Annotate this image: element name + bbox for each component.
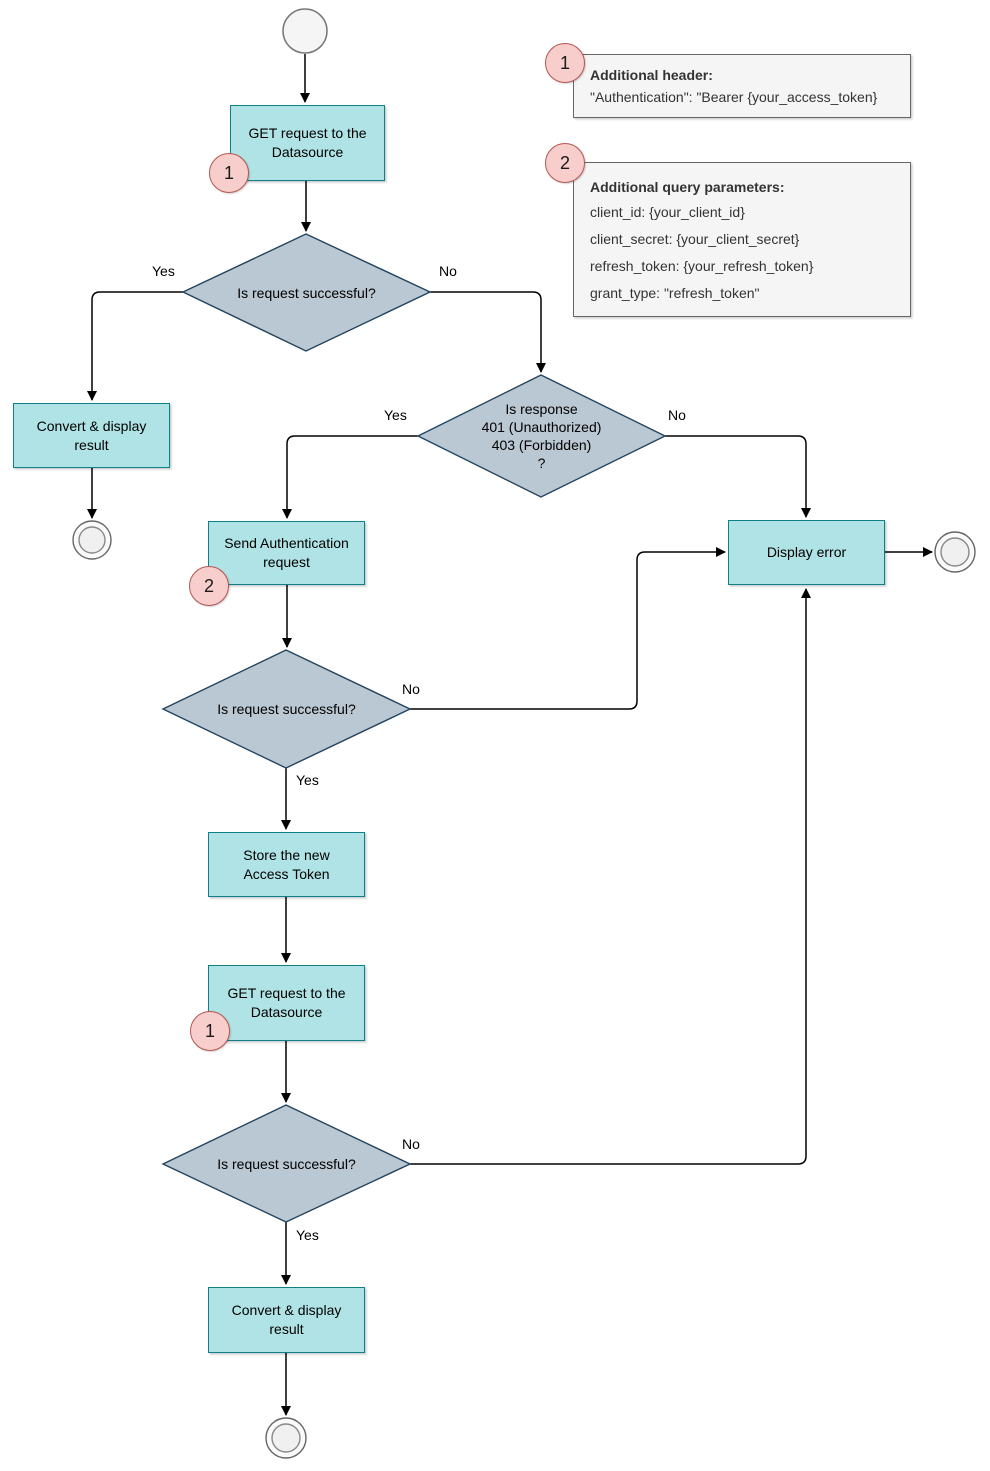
decision-3-shape (161, 1104, 412, 1223)
end-node-bottom-inner (271, 1423, 301, 1453)
decision-2-shape (161, 649, 412, 769)
badge-number: 2 (203, 575, 214, 596)
edge-label-decision3-no: No (400, 1136, 422, 1152)
node-label-line: GET request to the (227, 985, 346, 1001)
process-convert-display-1: Convert & display result (13, 403, 170, 468)
badge-send-auth: 2 (189, 566, 229, 606)
node-label-line: request (263, 554, 310, 570)
badge-number: 1 (559, 52, 570, 73)
process-get-request-1: GET request to the Datasource (230, 105, 385, 181)
edge-decision2-no (410, 547, 726, 710)
node-label-line: Datasource (271, 144, 344, 160)
edge-label-decision3-yes: Yes (294, 1227, 321, 1243)
note-line: client_secret: {your_client_secret} (590, 231, 800, 247)
note-title: Additional query parameters: (590, 179, 785, 195)
edge-decision1-yes (87, 291, 183, 401)
node-label-line: Store the new (243, 846, 330, 863)
node-label-line: Send Authentication (224, 535, 349, 551)
edge-decisionresp-yes (282, 435, 418, 519)
process-convert-display-2: Convert & display result (208, 1287, 365, 1353)
node-label-line: Datasource (250, 1004, 323, 1020)
edge-decisionresp-no (665, 435, 811, 518)
end-node-left-inner (78, 526, 106, 554)
badge-get-request-1: 1 (209, 153, 249, 193)
note-line: refresh_token: {your_refresh_token} (590, 258, 814, 274)
node-label-line: result (74, 436, 109, 453)
edge-label-decisionresp-yes: Yes (382, 407, 409, 423)
edge-label-decision2-no: No (400, 681, 422, 697)
badge-get-request-2: 1 (190, 1011, 230, 1051)
node-label-line: Convert & display (36, 417, 147, 434)
process-send-auth: Send Authentication request (208, 521, 365, 585)
badge-number: 1 (223, 162, 234, 183)
edge-decision1-no (430, 291, 546, 373)
node-label-line: GET request to the (248, 125, 367, 141)
note-additional-header: Additional header: "Authentication": "Be… (573, 54, 911, 118)
note-additional-query-params: Additional query parameters: client_id: … (573, 162, 911, 317)
badge-number: 1 (204, 1020, 215, 1041)
decision-1-shape (181, 233, 432, 352)
badge-note-query-params: 2 (545, 143, 585, 183)
node-label-line: Access Token (243, 865, 330, 882)
process-get-request-2: GET request to the Datasource (208, 965, 365, 1041)
edge-label-decision1-yes: Yes (150, 263, 177, 279)
end-node-right-inner (940, 537, 970, 567)
badge-note-header: 1 (545, 43, 585, 83)
note-title: Additional header: (590, 67, 713, 83)
start-node (282, 8, 328, 54)
edge-decision3-no (410, 588, 811, 1165)
process-store-token: Store the new Access Token (208, 832, 365, 897)
process-display-error: Display error (728, 520, 885, 585)
note-line: grant_type: "refresh_token" (590, 285, 760, 301)
edge-label-decisionresp-no: No (666, 407, 688, 423)
badge-number: 2 (559, 152, 570, 173)
note-line: client_id: {your_client_id} (590, 204, 745, 220)
node-label-line: result (269, 1321, 304, 1337)
note-line: "Authentication": "Bearer {your_access_t… (590, 89, 878, 105)
edge-label-decision1-no: No (437, 263, 459, 279)
node-label-line: Display error (766, 544, 847, 560)
decision-response-shape (416, 374, 667, 498)
edge-label-decision2-yes: Yes (294, 772, 321, 788)
node-label-line: Convert & display (231, 1302, 342, 1318)
